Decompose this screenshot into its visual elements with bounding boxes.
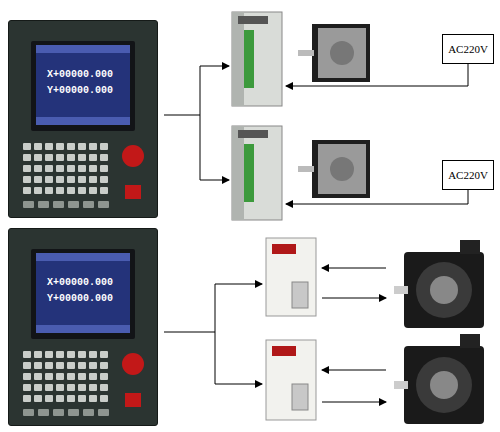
power-box: AC220V bbox=[442, 34, 494, 64]
voltage-label: AC220V bbox=[448, 169, 488, 181]
screen-readout: X+00000.000 bbox=[47, 69, 113, 81]
screen-readout: Y+00000.000 bbox=[47, 85, 113, 97]
controller-illustration bbox=[9, 229, 159, 427]
controller-illustration bbox=[9, 21, 159, 219]
cnc-controller: X+00000.000Y+00000.000 bbox=[8, 228, 158, 426]
screen-readout: Y+00000.000 bbox=[47, 293, 113, 305]
screen-readout: X+00000.000 bbox=[47, 277, 113, 289]
cnc-controller: X+00000.000Y+00000.000 bbox=[8, 20, 158, 218]
voltage-label: AC220V bbox=[448, 43, 488, 55]
power-box: AC220V bbox=[442, 160, 494, 190]
